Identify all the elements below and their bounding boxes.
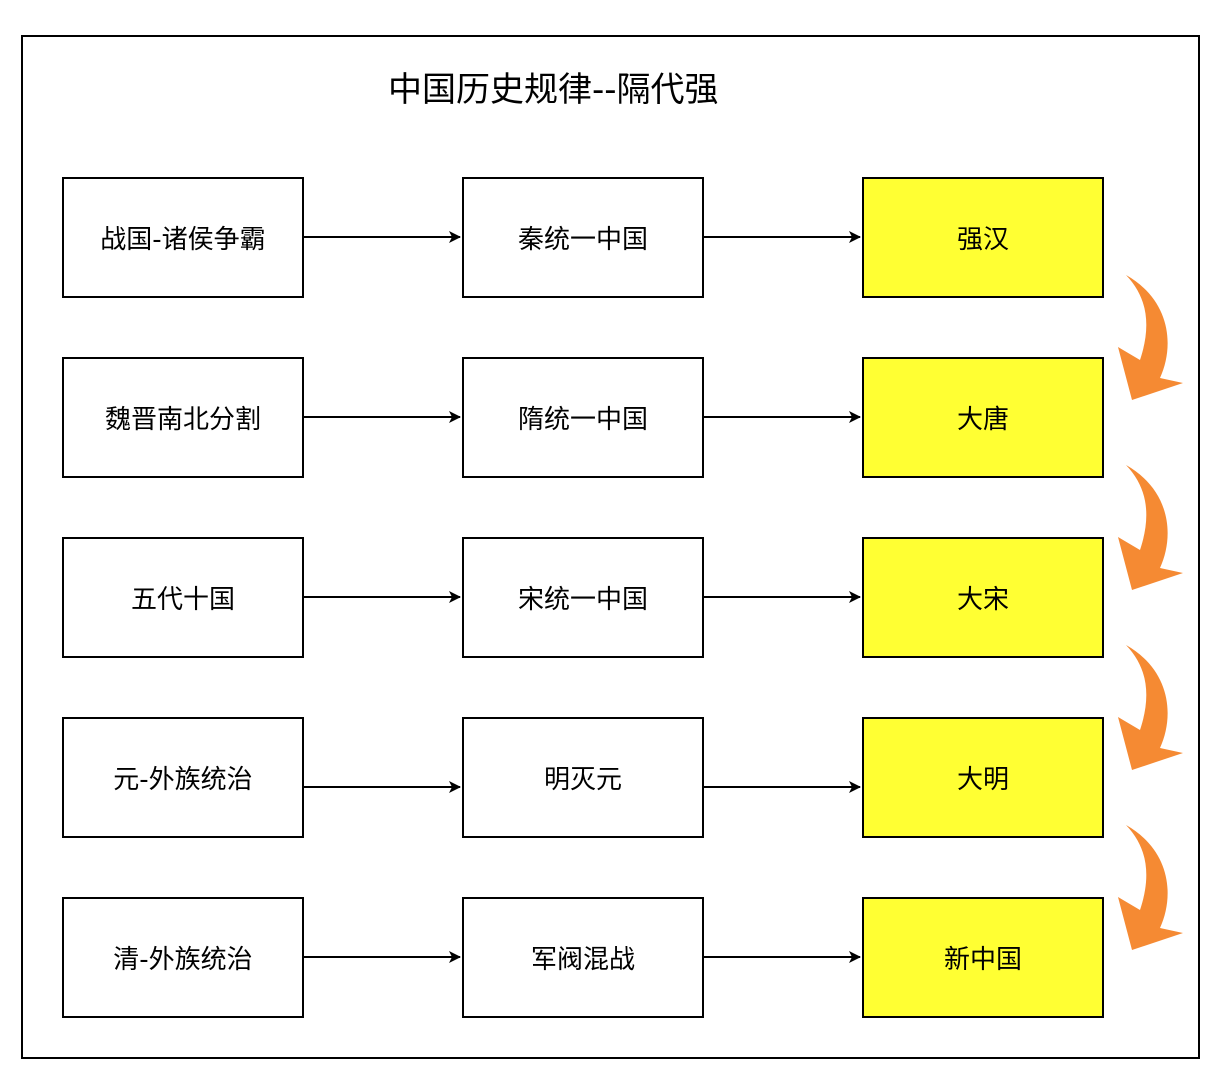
row1-origin-box: 战国-诸侯争霸 (62, 177, 304, 298)
row5-unification-box: 军阀混战 (462, 897, 704, 1018)
row4-origin-box: 元-外族统治 (62, 717, 304, 838)
row5-strong-dynasty-box: 新中国 (862, 897, 1104, 1018)
row3-unification-box: 宋统一中国 (462, 537, 704, 658)
curved-arrow-1-icon (1118, 275, 1183, 400)
curved-arrow-4-icon (1118, 825, 1183, 950)
row4-unification-box: 明灭元 (462, 717, 704, 838)
row5-origin-box: 清-外族统治 (62, 897, 304, 1018)
row3-origin-box: 五代十国 (62, 537, 304, 658)
row2-unification-box: 隋统一中国 (462, 357, 704, 478)
row2-strong-dynasty-box: 大唐 (862, 357, 1104, 478)
row1-strong-dynasty-box: 强汉 (862, 177, 1104, 298)
diagram-title: 中国历史规律--隔代强 (388, 70, 719, 110)
curved-arrow-2-icon (1118, 465, 1183, 590)
diagram-frame (21, 35, 1200, 1059)
curved-arrow-3-icon (1118, 645, 1183, 770)
row2-origin-box: 魏晋南北分割 (62, 357, 304, 478)
row4-strong-dynasty-box: 大明 (862, 717, 1104, 838)
row3-strong-dynasty-box: 大宋 (862, 537, 1104, 658)
row1-unification-box: 秦统一中国 (462, 177, 704, 298)
